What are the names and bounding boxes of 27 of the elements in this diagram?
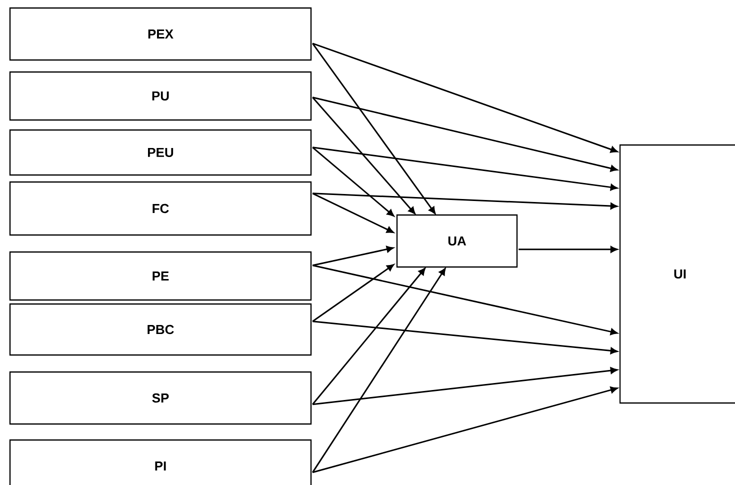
arrow bbox=[312, 320, 618, 354]
arrow bbox=[312, 42, 618, 153]
concept-box: FC bbox=[9, 181, 312, 236]
arrow bbox=[312, 192, 618, 210]
arrow bbox=[312, 268, 446, 473]
arrow bbox=[312, 192, 394, 233]
arrow bbox=[312, 367, 618, 406]
arrow bbox=[312, 268, 426, 405]
concept-box: UI bbox=[619, 144, 735, 404]
arrow bbox=[312, 246, 394, 266]
concept-box: PI bbox=[9, 439, 312, 485]
arrow bbox=[312, 264, 618, 336]
concept-box: PEU bbox=[9, 129, 312, 176]
concept-box: PBC bbox=[9, 303, 312, 356]
arrow bbox=[312, 264, 394, 322]
arrow bbox=[312, 96, 618, 172]
arrow bbox=[312, 146, 394, 216]
concept-box: PU bbox=[9, 71, 312, 121]
arrow bbox=[312, 146, 618, 191]
concept-box: PE bbox=[9, 251, 312, 301]
arrow bbox=[312, 42, 436, 214]
arrow bbox=[312, 96, 416, 214]
concept-box: SP bbox=[9, 371, 312, 425]
concept-box: UA bbox=[396, 214, 518, 268]
arrow bbox=[312, 386, 618, 474]
concept-box: PEX bbox=[9, 7, 312, 61]
arrow bbox=[518, 246, 618, 253]
